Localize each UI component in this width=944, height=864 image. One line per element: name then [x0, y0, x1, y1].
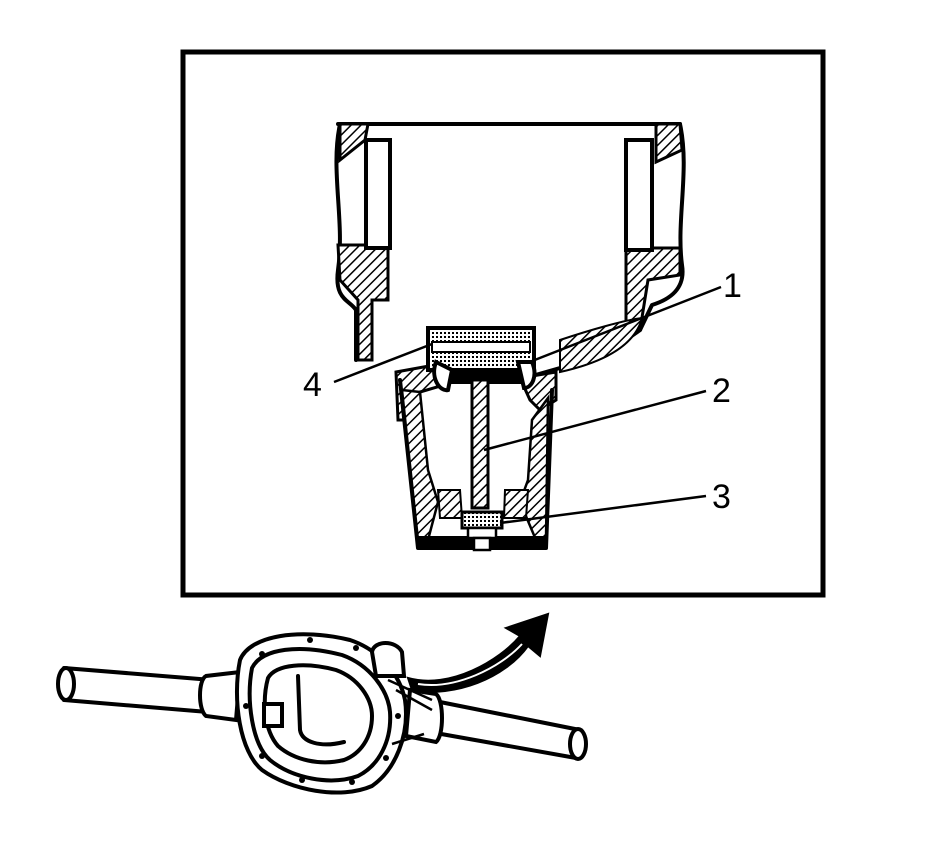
vent-valve	[460, 510, 504, 552]
leader-line-1	[526, 285, 722, 365]
leader-line-2	[483, 389, 707, 452]
leader-line-4	[333, 342, 433, 384]
callout-2: 2	[712, 372, 731, 410]
callout-1: 1	[723, 267, 742, 305]
vent-cap	[426, 326, 537, 393]
leader-line-3	[499, 494, 707, 525]
detail-arrow-icon	[406, 612, 550, 693]
axle-assembly	[56, 632, 588, 795]
detail-frame	[180, 49, 826, 598]
vent-body	[394, 362, 558, 550]
housing-section	[334, 122, 686, 378]
callout-3: 3	[712, 478, 731, 516]
leader-lines	[333, 285, 722, 525]
cover-bolts	[243, 637, 401, 785]
callout-4: 4	[303, 366, 322, 404]
vent-stem	[470, 378, 490, 510]
